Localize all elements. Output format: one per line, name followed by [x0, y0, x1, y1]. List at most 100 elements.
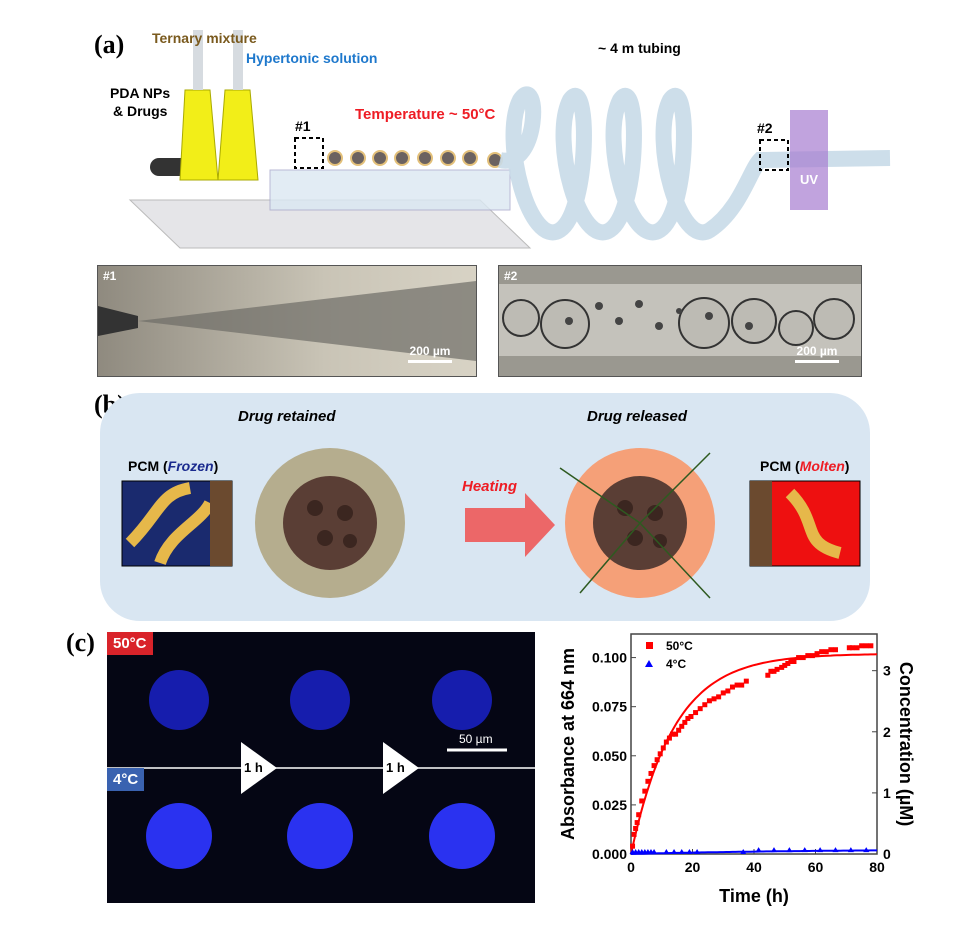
data-point-50c: [800, 655, 806, 661]
heating-arrow: [465, 493, 555, 557]
heating-label: Heating: [462, 478, 518, 495]
hypertonic-tube: [233, 30, 243, 90]
data-point-50c: [639, 798, 645, 804]
drug-retained-label: Drug retained: [238, 408, 336, 425]
data-point-50c: [697, 706, 703, 712]
data-point-50c: [673, 731, 679, 737]
data-point-50c: [768, 668, 774, 674]
yellow-connector-2: [217, 89, 259, 181]
y-tick-label: 0.025: [592, 797, 627, 813]
data-point-50c: [654, 757, 660, 763]
data-point-4c: [671, 849, 678, 855]
data-point-4c: [832, 847, 839, 853]
data-point-50c: [633, 825, 639, 831]
marker-box-2: [759, 139, 789, 171]
micrograph-2: #2 200 µm: [498, 265, 862, 377]
data-point-50c: [743, 678, 749, 684]
coil-tubing: [498, 86, 891, 241]
data-point-50c: [685, 715, 691, 721]
data-point-50c: [720, 690, 726, 696]
ternary-mixture-label: Ternary mixture: [152, 30, 257, 46]
uv-lamp: [790, 110, 828, 210]
data-point-50c: [846, 645, 852, 651]
data-point-50c: [796, 655, 802, 661]
data-point-50c: [679, 723, 685, 729]
data-point-50c: [734, 682, 740, 688]
x-tick-label: 40: [746, 859, 762, 875]
data-point-50c: [739, 682, 745, 688]
data-point-50c: [729, 684, 735, 690]
data-point-50c: [785, 660, 791, 666]
data-point-50c: [791, 659, 797, 664]
droplets: [327, 150, 503, 168]
data-point-50c: [771, 668, 777, 674]
data-point-4c: [847, 847, 854, 853]
data-point-4c: [686, 849, 693, 855]
data-point-50c: [779, 664, 785, 670]
data-point-50c: [828, 647, 834, 653]
scale-bar-2: 200 µm: [795, 344, 839, 363]
data-point-50c: [859, 643, 865, 649]
data-point-50c: [849, 645, 855, 651]
data-point-50c: [725, 688, 731, 694]
y2-tick-label: 0: [883, 846, 891, 862]
panel-c-label: (c): [66, 628, 95, 657]
data-point-50c: [706, 698, 712, 704]
data-point-50c: [693, 710, 699, 716]
data-point-50c: [676, 727, 682, 733]
data-point-50c: [682, 719, 688, 725]
data-point-50c: [868, 643, 874, 649]
data-point-50c: [670, 731, 676, 737]
temperature-label: Temperature ~ 50°C: [355, 106, 496, 123]
marker-1-label: #1: [295, 118, 311, 134]
data-point-50c: [666, 735, 672, 741]
step-2-label: 1 h: [386, 760, 405, 775]
pcm-frozen-label: PCM (Frozen): [128, 458, 219, 474]
data-point-50c: [648, 770, 654, 776]
data-point-50c: [832, 647, 838, 653]
x-tick-label: 20: [685, 859, 701, 875]
scale-bar-label: 50 µm: [459, 732, 493, 746]
microfluidic-setup-diagram: [128, 30, 891, 249]
y2-tick-label: 3: [883, 663, 891, 679]
data-point-4c: [663, 849, 670, 855]
pcm-molten-label: PCM (Molten): [760, 458, 850, 474]
tubing-label: ~ 4 m tubing: [598, 40, 681, 56]
scale-bar-1: 200 µm: [408, 344, 452, 363]
data-point-50c: [819, 649, 825, 655]
drug-released-label: Drug released: [587, 408, 688, 425]
data-point-50c: [702, 702, 708, 708]
data-point-50c: [663, 739, 669, 745]
data-point-4c: [678, 849, 685, 855]
data-point-4c: [770, 847, 777, 853]
y-tick-label: 0.100: [592, 650, 627, 666]
micrograph-1-label: #1: [103, 269, 117, 283]
data-point-50c: [636, 812, 642, 818]
panel-a-label: (a): [94, 30, 125, 59]
y-tick-label: 0.075: [592, 699, 627, 715]
legend-marker: [646, 642, 653, 649]
data-point-4c: [801, 847, 808, 853]
pda-label: PDA NPs: [110, 85, 171, 101]
data-point-50c: [774, 666, 780, 672]
data-point-4c: [651, 849, 658, 855]
y-axis-title: Absorbance at 664 nm: [558, 648, 578, 840]
data-point-50c: [863, 643, 869, 649]
time-step-arrow-2: [383, 742, 419, 794]
time-step-arrow-1: [241, 742, 277, 794]
data-point-50c: [782, 662, 788, 668]
data-point-50c: [688, 714, 694, 719]
data-point-50c: [642, 788, 648, 794]
data-point-50c: [660, 745, 666, 751]
capillary: [269, 169, 511, 211]
data-point-4c: [817, 847, 824, 853]
marker-2-label: #2: [757, 120, 773, 136]
data-point-50c: [645, 778, 651, 784]
data-point-4c: [786, 847, 793, 853]
data-point-50c: [854, 645, 860, 651]
data-point-50c: [657, 751, 663, 757]
step-1-label: 1 h: [244, 760, 263, 775]
tag-50c: 50°C: [107, 632, 153, 655]
data-point-4c: [740, 849, 747, 855]
